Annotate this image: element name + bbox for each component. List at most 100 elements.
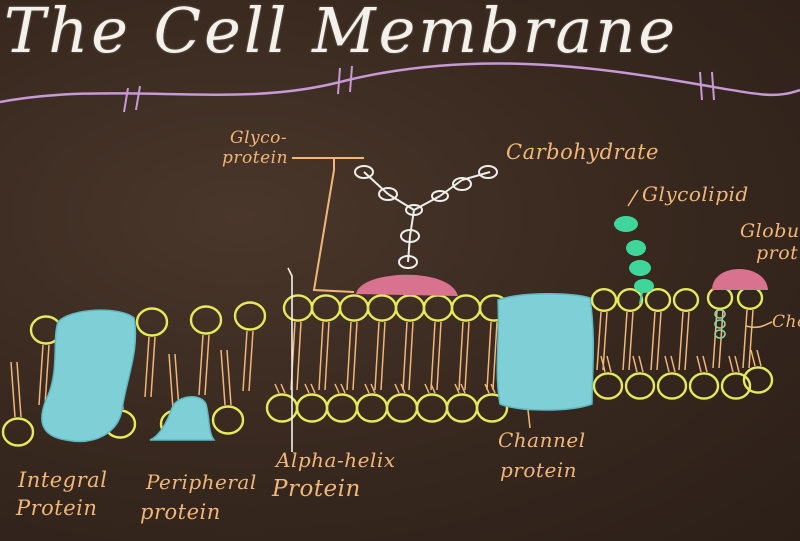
phospholipid-tail xyxy=(346,321,352,391)
label-cholesterol: Cho xyxy=(772,312,800,332)
phospholipid-tail xyxy=(696,355,702,373)
phospholipid-head xyxy=(656,372,688,400)
phospholipid-tail xyxy=(600,355,606,373)
label-channel-1: Channel xyxy=(498,428,586,452)
phospholipid-head xyxy=(624,372,656,400)
label-globular-1: Globu xyxy=(740,220,800,242)
label-glycoprotein-1: Glyco- xyxy=(230,128,288,148)
phospholipid-tail xyxy=(656,311,662,371)
phospholipid-head xyxy=(450,294,482,322)
phospholipid-head xyxy=(394,294,426,322)
phospholipid-tail xyxy=(248,330,254,392)
phospholipid-tail xyxy=(38,344,44,406)
phospholipid-head xyxy=(736,286,764,311)
phospholipid-tail xyxy=(220,349,226,406)
phospholipid-head xyxy=(233,301,267,331)
phospholipid-tail xyxy=(684,311,690,371)
label-carbohydrate: Carbohydrate xyxy=(506,140,659,164)
label-peripheral-2: protein xyxy=(140,500,221,524)
phospholipid-tail xyxy=(622,311,628,371)
phospholipid-tail xyxy=(318,321,324,391)
phospholipid-tail xyxy=(464,321,470,391)
phospholipid-head xyxy=(295,393,329,423)
phospholipid-head xyxy=(590,288,618,313)
phospholipid-head xyxy=(385,393,419,423)
label-glycolipid: Glycolipid xyxy=(642,182,749,206)
alpha-helix-protein xyxy=(287,267,293,452)
phospholipid-head xyxy=(475,393,509,423)
glycoprotein-bracket xyxy=(292,157,364,293)
phospholipid-tail xyxy=(492,321,498,391)
phospholipid-tail xyxy=(400,383,406,394)
phospholipid-head xyxy=(366,294,398,322)
title-underline xyxy=(0,62,800,104)
phospholipid-tail xyxy=(750,349,756,367)
label-glycoprotein-2: protein xyxy=(222,148,289,168)
phospholipid-tail xyxy=(638,355,644,373)
phospholipid-head xyxy=(672,288,700,313)
phospholipid-tail xyxy=(274,383,280,394)
phospholipid-tail xyxy=(226,349,232,406)
peripheral-protein xyxy=(149,396,216,441)
phospholipid-tail xyxy=(242,330,248,392)
carbohydrate-chain xyxy=(354,165,498,269)
label-integral-1: Integral xyxy=(18,468,108,492)
phospholipid-tail xyxy=(430,321,436,391)
phospholipid-tail xyxy=(756,349,762,367)
phospholipid-tail xyxy=(374,321,380,391)
phospholipid-head xyxy=(1,417,35,447)
phospholipid-head xyxy=(644,288,672,313)
phospholipid-tail xyxy=(198,334,204,396)
phospholipid-head xyxy=(742,366,774,394)
phospholipid-tail xyxy=(670,355,676,373)
phospholipid-tail xyxy=(340,383,346,394)
phospholipid-head xyxy=(720,372,752,400)
phospholipid-tail xyxy=(168,353,174,410)
phospholipid-tail xyxy=(394,383,400,394)
phospholipid-head xyxy=(310,294,342,322)
label-peripheral-1: Peripheral xyxy=(146,470,257,494)
phospholipid-tail xyxy=(310,383,316,394)
phospholipid-tail xyxy=(352,321,358,391)
phospholipid-tail xyxy=(632,355,638,373)
phospholipid-tail xyxy=(596,311,602,371)
phospholipid-tail xyxy=(16,361,22,418)
phospholipid-tail xyxy=(402,321,408,391)
glycoprotein-dome xyxy=(356,274,458,296)
label-channel-2: protein xyxy=(500,458,578,482)
phospholipid-tail xyxy=(364,383,370,394)
phospholipid-tail xyxy=(454,383,460,394)
phospholipid-tails xyxy=(10,309,762,418)
phospholipid-head xyxy=(415,393,449,423)
phospholipid-tail xyxy=(728,355,734,373)
channel-protein-tick xyxy=(527,409,531,429)
phospholipid-tail xyxy=(408,321,414,391)
phospholipid-tail xyxy=(734,355,740,373)
phospholipid-tail xyxy=(380,321,386,391)
phospholipid-tail xyxy=(650,311,656,371)
phospholipid-tail xyxy=(458,321,464,391)
label-alpha-helix-2: Protein xyxy=(272,476,361,502)
label-integral-2: Protein xyxy=(16,496,98,520)
phospholipid-head xyxy=(706,286,734,311)
underline-ticks xyxy=(123,65,715,113)
phospholipid-tail xyxy=(370,383,376,394)
globular-protein xyxy=(712,269,768,290)
phospholipid-head xyxy=(338,294,370,322)
phospholipid-tail xyxy=(678,311,684,371)
label-alpha-helix-1: Alpha-helix xyxy=(276,448,396,472)
phospholipid-tail xyxy=(436,321,442,391)
phospholipid-tail xyxy=(296,321,302,391)
phospholipid-tail xyxy=(10,361,16,418)
phospholipid-tail xyxy=(606,355,612,373)
phospholipid-head xyxy=(422,294,454,322)
phospholipid-tail xyxy=(424,383,430,394)
phospholipid-head xyxy=(325,393,359,423)
phospholipid-tail xyxy=(280,383,286,394)
phospholipid-tail xyxy=(430,383,436,394)
label-globular-2: prot xyxy=(756,242,799,264)
phospholipid-head xyxy=(211,405,245,435)
phospholipid-tail xyxy=(204,334,210,396)
